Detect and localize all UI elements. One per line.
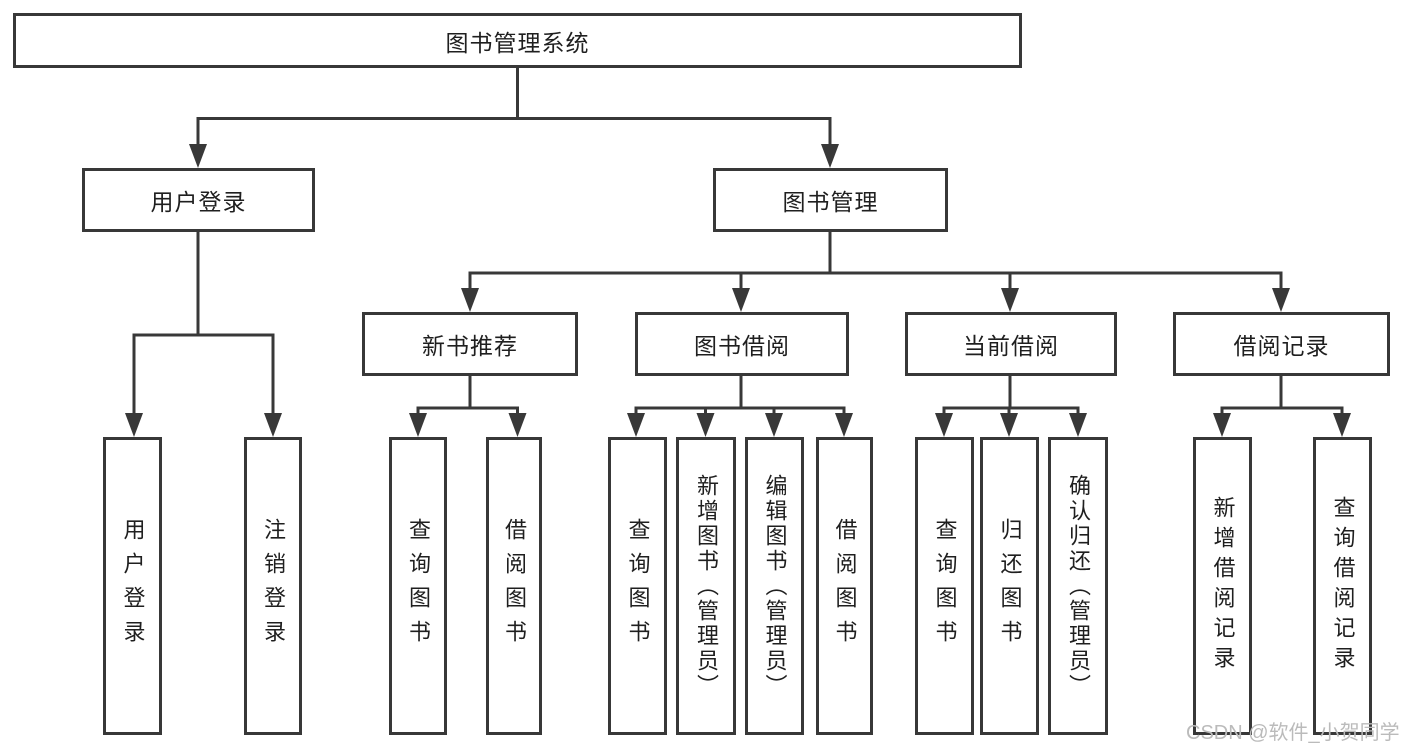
- node-root-system: 图书管理系统: [13, 13, 1022, 68]
- node-current-borrow: 当前借阅: [905, 312, 1117, 376]
- leaf-add-book-admin: 新增图书（管理员）: [676, 437, 736, 735]
- leaf-query-books-current: 查询图书: [915, 437, 974, 735]
- leaf-confirm-return-admin: 确认归还（管理员）: [1048, 437, 1108, 735]
- node-borrow-records-label: 借阅记录: [1233, 333, 1330, 359]
- leaf-borrow-books: 借阅图书: [816, 437, 873, 735]
- leaf-borrow-books-recommend: 借阅图书: [486, 437, 542, 735]
- leaf-return-book: 归还图书: [980, 437, 1039, 735]
- leaf-query-books-borrow: 查询图书: [608, 437, 667, 735]
- csdn-watermark: CSDN @软件_小贺同学: [1186, 722, 1400, 744]
- node-book-management: 图书管理: [713, 168, 948, 232]
- leaf-edit-book-admin: 编辑图书（管理员）: [745, 437, 804, 735]
- node-new-book-recommend-label: 新书推荐: [422, 333, 518, 359]
- node-user-login: 用户登录: [82, 168, 315, 232]
- node-new-book-recommend: 新书推荐: [362, 312, 578, 376]
- leaf-user-login: 用户登录: [103, 437, 162, 735]
- node-book-borrow: 图书借阅: [635, 312, 849, 376]
- node-user-login-label: 用户登录: [150, 189, 247, 215]
- node-root-system-label: 图书管理系统: [445, 29, 590, 56]
- node-borrow-records: 借阅记录: [1173, 312, 1390, 376]
- node-current-borrow-label: 当前借阅: [963, 333, 1059, 359]
- node-book-management-label: 图书管理: [782, 189, 879, 215]
- node-book-borrow-label: 图书借阅: [694, 333, 790, 359]
- leaf-add-borrow-record: 新增借阅记录: [1193, 437, 1252, 735]
- leaf-logout: 注销登录: [244, 437, 302, 735]
- leaf-query-borrow-record: 查询借阅记录: [1313, 437, 1372, 735]
- leaf-query-books-recommend: 查询图书: [389, 437, 447, 735]
